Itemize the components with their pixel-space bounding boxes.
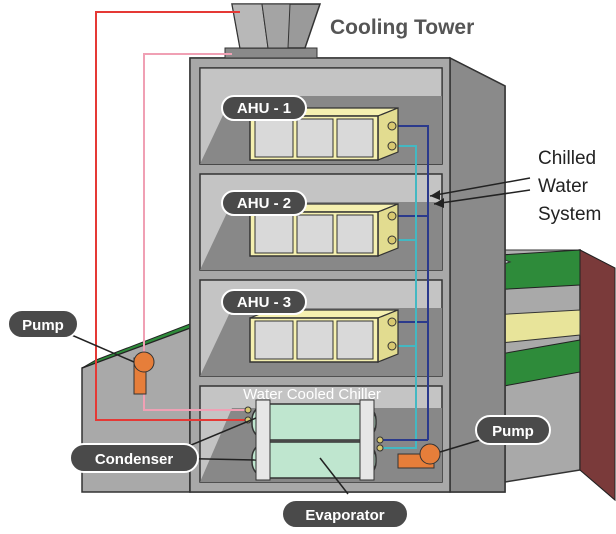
pump-right-icon [397,443,441,469]
ahu-1-tag: AHU - 1 [221,95,307,121]
ahu-3-label: AHU - 3 [237,294,291,311]
condenser-water-loop [95,11,250,421]
pump-left-label: Pump [22,317,64,334]
water-cooled-chiller [244,399,384,481]
ahu-1-label: AHU - 1 [237,100,291,117]
chilled-water-label-line3: System [538,204,601,225]
cooling-tower-label: Cooling Tower [330,16,474,39]
pump-right-tag: Pump [475,415,551,445]
condenser-label: Condenser [95,451,174,468]
ahu-2-tag: AHU - 2 [221,190,307,216]
chilled-supply-pipe [382,145,417,449]
pump-right-label: Pump [492,423,534,440]
chilled-return-pipe [398,125,429,440]
ahu-unit-2 [249,203,399,257]
evaporator-tag: Evaporator [281,499,409,529]
pump-left-icon [133,351,155,395]
condenser-tag: Condenser [69,443,199,473]
pump-left-tag: Pump [7,309,79,339]
chilled-water-label-line1: Chilled [538,148,596,169]
ahu-unit-1 [249,107,399,161]
ahu-unit-3 [249,309,399,363]
ahu-2-label: AHU - 2 [237,195,291,212]
chilled-water-label-line2: Water [538,176,589,197]
chilled-water-loop [382,125,429,449]
water-cooled-chiller-label: Water Cooled Chiller [243,386,381,403]
condenser-return-pipe [143,53,232,352]
ahu-3-tag: AHU - 3 [221,289,307,315]
evaporator-label: Evaporator [305,507,384,524]
chilled-water-system-label: Chilled Water System [538,148,601,225]
condenser-supply-pipe [95,11,250,421]
